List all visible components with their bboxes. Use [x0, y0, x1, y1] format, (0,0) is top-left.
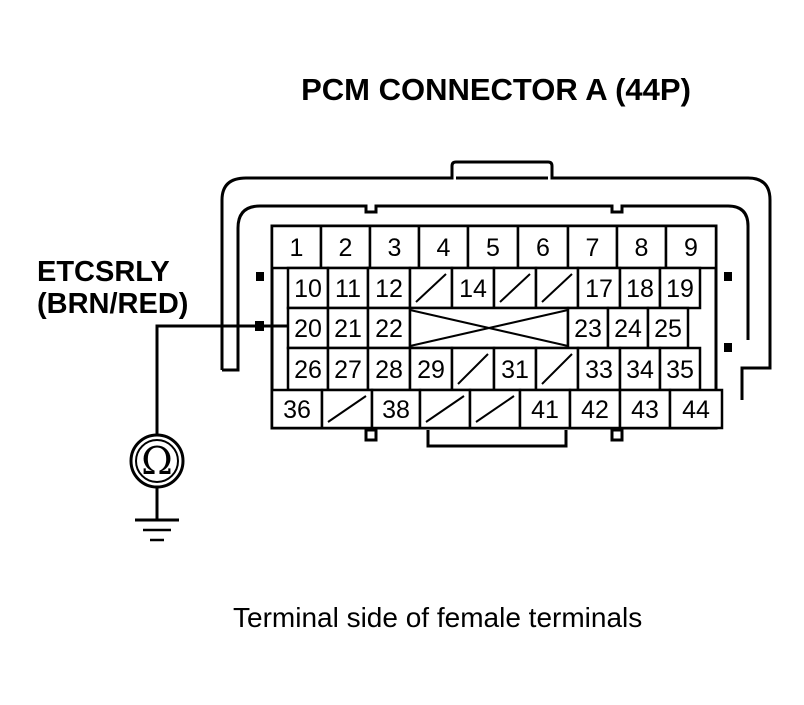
probe-contact-mark: [255, 321, 264, 331]
terminal-number: 3: [388, 234, 402, 262]
terminal-number: 11: [335, 275, 361, 303]
terminal-number: 27: [334, 356, 362, 384]
wire-label-color: (BRN/RED): [37, 288, 188, 320]
terminal-number: 17: [585, 275, 613, 303]
terminal-number: 9: [684, 234, 698, 262]
terminal-number: 21: [334, 315, 362, 343]
terminal-number: 12: [375, 275, 403, 303]
terminal-number: 38: [382, 396, 410, 424]
terminal-cell: [450, 266, 496, 310]
terminal-number: 18: [626, 275, 654, 303]
empty-cavity-slash: [541, 353, 573, 385]
terminal-number: 28: [375, 356, 403, 384]
terminal-number: 6: [536, 234, 550, 262]
ohmmeter-icon: Ω: [129, 433, 185, 489]
terminal-number: 5: [486, 234, 500, 262]
connector-housing: [220, 160, 772, 448]
terminal-cell: [286, 346, 330, 392]
terminal-cell: [664, 224, 718, 270]
terminal-number: 42: [581, 396, 609, 424]
terminal-cell: [326, 266, 370, 310]
terminal-number: 29: [417, 356, 445, 384]
terminal-cell: [658, 346, 702, 392]
terminal-number: 26: [294, 356, 322, 384]
terminal-number: 4: [437, 234, 451, 262]
terminal-cell: [576, 266, 622, 310]
terminal-number: 43: [631, 396, 659, 424]
terminal-number: 31: [501, 356, 529, 384]
terminal-number: 36: [283, 396, 311, 424]
terminal-number: 34: [626, 356, 654, 384]
wire-label-name: ETCSRLY: [37, 256, 170, 288]
terminal-cell: [366, 346, 412, 392]
terminal-number: 44: [682, 396, 710, 424]
terminal-number: 19: [666, 275, 694, 303]
terminal-number: 35: [666, 356, 694, 384]
empty-cavity-slash: [415, 273, 447, 303]
terminal-number: 24: [614, 315, 642, 343]
terminal-cell: [518, 388, 572, 430]
terminal-cell: [618, 388, 672, 430]
empty-cavity-slash: [327, 395, 367, 423]
terminal-cell: [668, 388, 724, 430]
terminal-number: 8: [635, 234, 649, 262]
empty-cavity-slash: [499, 273, 531, 303]
terminal-number: 2: [339, 234, 353, 262]
terminal-number: 1: [290, 234, 304, 262]
caption: Terminal side of female terminals: [233, 602, 642, 633]
empty-cavity: [468, 388, 522, 430]
ohm-symbol: Ω: [141, 439, 173, 483]
empty-cavity-slash: [457, 353, 489, 385]
blank-cavity-cross: [409, 309, 569, 347]
ground-icon: [135, 487, 179, 542]
diagram-title: PCM CONNECTOR A (44P): [301, 72, 691, 107]
terminal-number: 7: [586, 234, 600, 262]
terminal-number: 14: [459, 275, 487, 303]
empty-cavity-slash: [541, 273, 573, 303]
terminal-number: 23: [574, 315, 602, 343]
empty-cavity-slash: [475, 395, 515, 423]
terminal-number: 10: [294, 275, 322, 303]
terminal-cell: [658, 266, 702, 310]
empty-cavity-slash: [425, 395, 465, 423]
probe-wire: [155, 324, 288, 438]
terminal-number: 33: [585, 356, 613, 384]
terminal-number: 20: [294, 315, 322, 343]
connector-lock-marks: [256, 272, 732, 352]
terminal-cell: [370, 388, 422, 430]
terminal-number: 41: [531, 396, 559, 424]
terminal-number: 22: [375, 315, 403, 343]
terminal-number: 25: [654, 315, 682, 343]
